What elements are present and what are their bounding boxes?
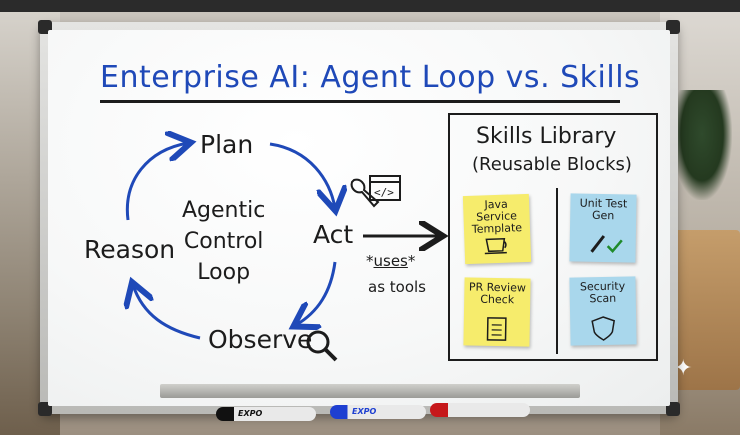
arrow-observe-to-reason xyxy=(133,285,201,340)
skills-library-box xyxy=(448,113,658,361)
sticky-note-unit-test-gen: Unit Test Gen xyxy=(569,193,637,263)
shield-icon xyxy=(591,316,616,341)
magnifier-icon xyxy=(306,330,338,362)
loop-step-reason: Reason xyxy=(84,235,176,264)
test-tube-check-icon xyxy=(590,235,623,254)
note-label: Java Service Template xyxy=(471,197,523,236)
black-marker[interactable]: EXPO xyxy=(216,407,316,421)
loop-step-observe: Observe xyxy=(208,325,313,354)
frame-corner xyxy=(666,402,680,416)
board-title: Enterprise AI: Agent Loop vs. Skills xyxy=(100,60,641,95)
as-tools-label: as tools xyxy=(368,278,426,296)
uses-word: uses xyxy=(373,252,408,270)
blue-marker[interactable]: EXPO xyxy=(330,405,426,419)
sticky-note-java-service-template: Java Service Template xyxy=(462,193,532,265)
note-label: Unit Test Gen xyxy=(579,196,628,223)
whiteboard: Enterprise AI: Agent Loop vs. Skills xyxy=(38,20,680,416)
loop-center-line: Agentic xyxy=(182,198,266,223)
wrench-icon xyxy=(350,178,380,208)
clipboard-checklist-icon xyxy=(486,317,507,341)
marker-tray xyxy=(160,384,580,398)
sparkle-icon: ✦ xyxy=(674,356,693,381)
sticky-note-security-scan: Security Scan xyxy=(569,276,637,346)
arrow-act-to-observe xyxy=(296,261,337,325)
coffee-cup-icon xyxy=(484,237,507,255)
title-underline xyxy=(100,100,620,103)
library-divider xyxy=(556,188,558,354)
uses-suffix: * xyxy=(407,252,416,270)
arrow-reason-to-plan xyxy=(125,143,188,221)
skills-library-title: Skills Library xyxy=(476,124,617,149)
arrow-plan-to-act xyxy=(269,142,335,208)
note-label: PR Review Check xyxy=(468,280,527,307)
loop-arrows: </> xyxy=(48,30,670,362)
sticky-note-pr-review-check: PR Review Check xyxy=(463,277,531,347)
uses-label: *uses* xyxy=(366,252,415,270)
loop-center-line: Control xyxy=(183,229,264,254)
background-plant xyxy=(672,90,732,200)
svg-text:</>: </> xyxy=(374,186,394,199)
uses-prefix: * xyxy=(366,252,374,270)
loop-center-label: Agentic Control Loop xyxy=(182,195,265,288)
red-marker[interactable] xyxy=(430,403,530,417)
loop-step-act: Act xyxy=(313,220,354,249)
loop-center-line: Loop xyxy=(197,260,251,285)
skills-library-subtitle: (Reusable Blocks) xyxy=(472,154,632,175)
code-window-icon: </> xyxy=(369,175,401,201)
whiteboard-surface: Enterprise AI: Agent Loop vs. Skills xyxy=(48,30,670,406)
loop-step-plan: Plan xyxy=(200,130,254,159)
note-label: Security Scan xyxy=(579,279,626,306)
